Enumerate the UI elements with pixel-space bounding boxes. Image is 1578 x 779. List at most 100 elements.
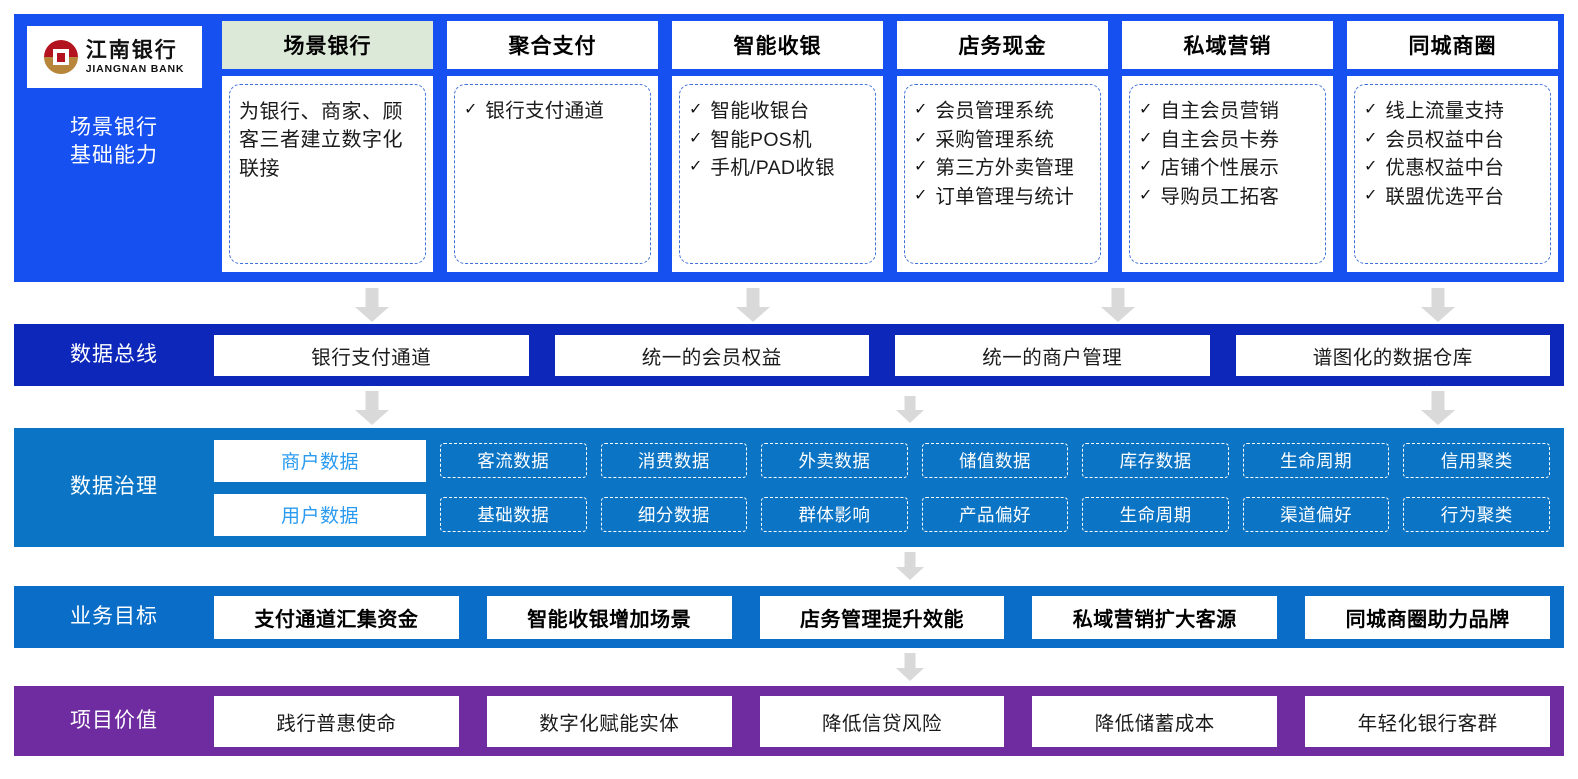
down-arrow-icon — [355, 391, 389, 425]
governance-row-merchant: 商户数据 客流数据 消费数据 外卖数据 储值数据 库存数据 生命周期 信用聚类 — [214, 439, 1551, 482]
scenario-column-5: 私域营销 ✓自主会员营销 ✓自主会员卡券 ✓店铺个性展示 ✓导购员工拓客 — [1122, 14, 1333, 282]
scenario-body-3: ✓智能收银台 ✓智能POS机 ✓手机/PAD收银 — [672, 76, 883, 272]
list-item: ✓优惠权益中台 — [1364, 157, 1505, 180]
tab-store-cash[interactable]: 店务现金 — [897, 21, 1108, 69]
scenario-column-1: 场景银行 为银行、商家、顾客三者建立数字化联接 — [222, 14, 433, 282]
tab-private-marketing[interactable]: 私域营销 — [1122, 21, 1333, 69]
goal-item-3[interactable]: 店务管理提升效能 — [759, 595, 1005, 639]
project-value-items: 践行普惠使命 数字化赋能实体 降低信贷风险 降低储蓄成本 年轻化银行客群 — [214, 695, 1564, 747]
goal-item-2[interactable]: 智能收银增加场景 — [486, 595, 732, 639]
band-label-project-value: 项目价值 — [70, 708, 158, 732]
list-item: ✓采购管理系统 — [914, 128, 1055, 151]
list-item: ✓导购员工拓客 — [1139, 186, 1280, 209]
band-label-scenario: 场景银行 基础能力 — [70, 116, 158, 168]
gov-tag[interactable]: 渠道偏好 — [1242, 497, 1390, 532]
scenario-column-4: 店务现金 ✓会员管理系统 ✓采购管理系统 ✓第三方外卖管理 ✓订单管理与统计 — [897, 14, 1108, 282]
band-data-governance: 数据治理 商户数据 客流数据 消费数据 外卖数据 储值数据 库存数据 生命周期 … — [14, 428, 1564, 547]
check-icon: ✓ — [1139, 101, 1153, 118]
gov-tag[interactable]: 客流数据 — [440, 443, 587, 478]
scenario-columns: 场景银行 为银行、商家、顾客三者建立数字化联接 聚合支付 ✓银行支付通道 — [214, 14, 1564, 282]
governance-row-user: 用户数据 基础数据 细分数据 群体影响 产品偏好 生命周期 渠道偏好 行为聚类 — [214, 493, 1551, 536]
check-icon: ✓ — [1139, 129, 1153, 147]
list-item: ✓自主会员卡券 — [1139, 128, 1280, 151]
scenario-card-1-text: 为银行、商家、顾客三者建立数字化联接 — [239, 101, 403, 180]
list-item: ✓手机/PAD收银 — [689, 157, 835, 180]
scenario-card-3: ✓智能收银台 ✓智能POS机 ✓手机/PAD收银 — [679, 84, 876, 264]
band-label-data-governance: 数据治理 — [70, 475, 158, 499]
check-icon: ✓ — [464, 101, 478, 118]
gov-tag[interactable]: 库存数据 — [1082, 443, 1229, 478]
check-icon: ✓ — [1139, 158, 1153, 176]
down-arrow-icon — [896, 396, 924, 425]
bus-item-4[interactable]: 谱图化的数据仓库 — [1235, 334, 1550, 376]
bus-item-1[interactable]: 银行支付通道 — [214, 334, 529, 376]
gov-tag[interactable]: 储值数据 — [921, 443, 1069, 478]
bank-name-en: JIANGNAN BANK — [85, 62, 185, 75]
value-item-5[interactable]: 年轻化银行客群 — [1305, 695, 1550, 747]
scenario-body-4: ✓会员管理系统 ✓采购管理系统 ✓第三方外卖管理 ✓订单管理与统计 — [897, 76, 1108, 272]
gov-main-merchant-data[interactable]: 商户数据 — [214, 439, 426, 482]
gov-tag[interactable]: 信用聚类 — [1403, 443, 1551, 478]
scenario-list-3: ✓智能收银台 ✓智能POS机 ✓手机/PAD收银 — [689, 98, 866, 184]
list-item: ✓自主会员营销 — [1139, 100, 1280, 122]
goal-item-5[interactable]: 同城商圈助力品牌 — [1305, 595, 1550, 639]
down-arrow-icon — [1101, 288, 1135, 322]
scenario-card-4: ✓会员管理系统 ✓采购管理系统 ✓第三方外卖管理 ✓订单管理与统计 — [904, 84, 1101, 264]
data-bus-items: 银行支付通道 统一的会员权益 统一的商户管理 谱图化的数据仓库 — [214, 334, 1564, 376]
bus-item-2[interactable]: 统一的会员权益 — [554, 334, 869, 376]
check-icon: ✓ — [1139, 187, 1153, 205]
gov-tag[interactable]: 消费数据 — [600, 443, 748, 478]
tab-smart-cashier[interactable]: 智能收银 — [672, 21, 883, 69]
value-item-4[interactable]: 降低储蓄成本 — [1032, 695, 1278, 747]
value-item-2[interactable]: 数字化赋能实体 — [486, 695, 732, 747]
gov-tag[interactable]: 生命周期 — [1242, 443, 1390, 478]
list-item: ✓线上流量支持 — [1364, 100, 1505, 122]
goal-item-1[interactable]: 支付通道汇集资金 — [214, 595, 459, 639]
scenario-body-5: ✓自主会员营销 ✓自主会员卡券 ✓店铺个性展示 ✓导购员工拓客 — [1122, 76, 1333, 272]
scenario-list-2: ✓银行支付通道 — [464, 98, 641, 127]
list-item: ✓第三方外卖管理 — [914, 157, 1075, 180]
tab-local-business-circle[interactable]: 同城商圈 — [1347, 21, 1558, 69]
gov-tag[interactable]: 基础数据 — [440, 497, 587, 532]
check-icon: ✓ — [914, 101, 928, 118]
check-icon: ✓ — [689, 101, 703, 118]
check-icon: ✓ — [1364, 129, 1378, 147]
value-item-3[interactable]: 降低信贷风险 — [759, 695, 1005, 747]
down-arrow-icon — [736, 288, 770, 322]
gov-tag[interactable]: 外卖数据 — [761, 443, 908, 478]
list-item: ✓店铺个性展示 — [1139, 157, 1280, 180]
goal-item-4[interactable]: 私域营销扩大客源 — [1032, 595, 1278, 639]
bank-logo: 江南银行 JIANGNAN BANK — [26, 26, 202, 88]
business-goal-items: 支付通道汇集资金 智能收银增加场景 店务管理提升效能 私域营销扩大客源 同城商圈… — [214, 595, 1564, 639]
gov-main-user-data[interactable]: 用户数据 — [214, 493, 426, 536]
scenario-card-2: ✓银行支付通道 — [454, 84, 651, 264]
band-project-value: 项目价值 践行普惠使命 数字化赋能实体 降低信贷风险 降低储蓄成本 年轻化银行客… — [14, 686, 1564, 756]
check-icon: ✓ — [914, 158, 928, 176]
tab-scenario-bank[interactable]: 场景银行 — [222, 21, 433, 69]
gov-tag[interactable]: 行为聚类 — [1403, 497, 1551, 532]
scenario-card-6: ✓线上流量支持 ✓会员权益中台 ✓优惠权益中台 ✓联盟优选平台 — [1354, 84, 1551, 264]
value-item-1[interactable]: 践行普惠使命 — [214, 695, 459, 747]
band-label-data-bus: 数据总线 — [70, 342, 158, 366]
down-arrow-icon — [355, 288, 389, 322]
scenario-column-2: 聚合支付 ✓银行支付通道 — [447, 14, 658, 282]
scenario-list-5: ✓自主会员营销 ✓自主会员卡券 ✓店铺个性展示 ✓导购员工拓客 — [1139, 98, 1316, 213]
bank-logo-mark-icon — [43, 40, 78, 74]
governance-grid: 商户数据 客流数据 消费数据 外卖数据 储值数据 库存数据 生命周期 信用聚类 … — [214, 439, 1564, 536]
bank-name-cn: 江南银行 — [85, 37, 178, 62]
bus-item-3[interactable]: 统一的商户管理 — [895, 334, 1210, 376]
list-item: ✓智能POS机 — [689, 128, 812, 151]
scenario-card-5: ✓自主会员营销 ✓自主会员卡券 ✓店铺个性展示 ✓导购员工拓客 — [1129, 84, 1326, 264]
gov-tag[interactable]: 群体影响 — [761, 497, 908, 532]
gov-tag[interactable]: 产品偏好 — [921, 497, 1069, 532]
down-arrow-icon — [1421, 391, 1455, 425]
tab-aggregate-payment[interactable]: 聚合支付 — [447, 21, 658, 69]
band-data-bus: 数据总线 银行支付通道 统一的会员权益 统一的商户管理 谱图化的数据仓库 — [14, 324, 1564, 386]
gov-tag[interactable]: 生命周期 — [1082, 497, 1229, 532]
scenario-body-6: ✓线上流量支持 ✓会员权益中台 ✓优惠权益中台 ✓联盟优选平台 — [1347, 76, 1558, 272]
gov-tag[interactable]: 细分数据 — [600, 497, 748, 532]
scenario-card-1: 为银行、商家、顾客三者建立数字化联接 — [229, 84, 426, 264]
band-label-business-goals: 业务目标 — [70, 604, 158, 628]
check-icon: ✓ — [689, 158, 703, 176]
